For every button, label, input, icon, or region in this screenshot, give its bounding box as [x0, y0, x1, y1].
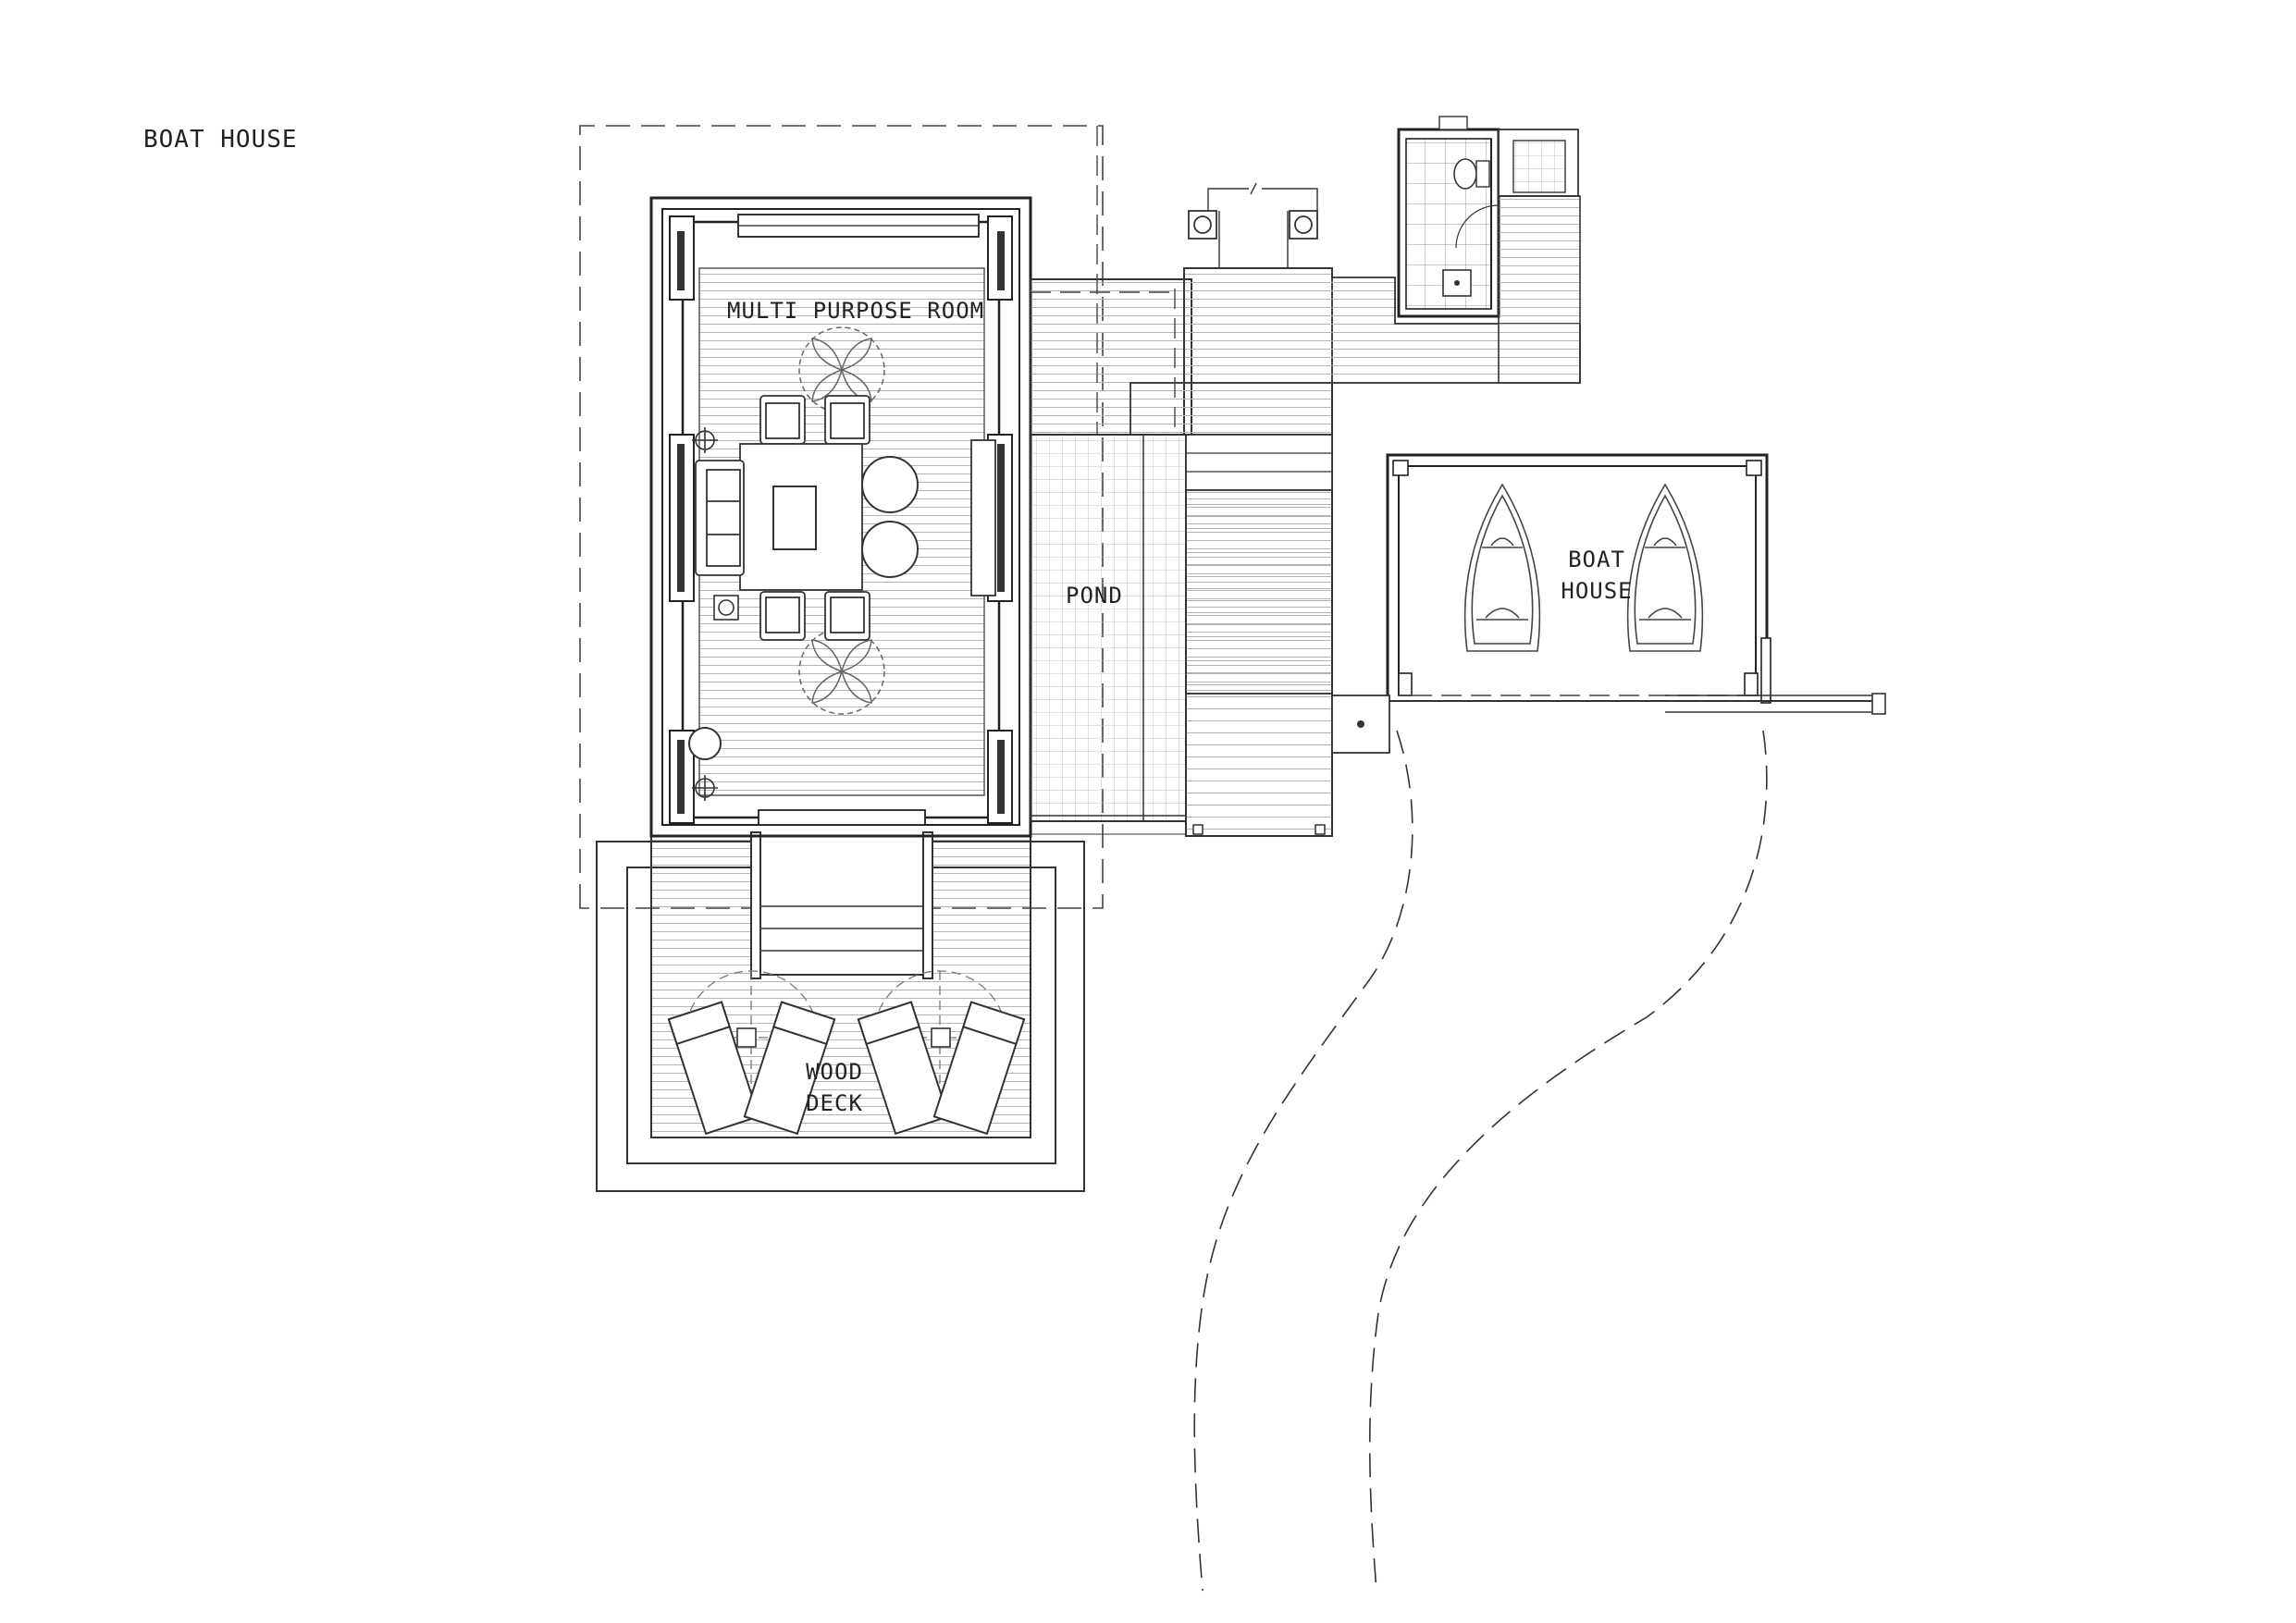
sofa-icon: [695, 460, 745, 576]
floor-lamp-icon: [692, 427, 718, 801]
walkway-deck: [1030, 126, 1581, 436]
room-label-wood-deck-line2: DECK: [806, 1090, 863, 1116]
room-label-wood-deck-line1: WOOD: [806, 1059, 863, 1085]
side-table-icon: [736, 1027, 951, 1048]
central-deck: [1185, 434, 1333, 837]
wood-deck: [596, 831, 1085, 1192]
pond: [1030, 434, 1187, 835]
armchair-icon: [759, 395, 870, 641]
room-label-boat-house: BOAT HOUSE: [1550, 544, 1643, 607]
ceiling-fan-icon: [798, 326, 885, 715]
room-label-multi-purpose: MULTI PURPOSE ROOM: [727, 298, 985, 324]
room-label-wood-deck: WOOD DECK: [799, 1056, 870, 1119]
toilet-icon: [1453, 158, 1477, 190]
room-label-boat-house-line1: BOAT: [1568, 547, 1625, 572]
boat-channel: [1193, 730, 1768, 1592]
room-label-boat-house-line2: HOUSE: [1561, 578, 1633, 604]
boat-house: [1331, 453, 1886, 754]
coffee-table: [772, 486, 817, 550]
entrance-post-icon: [1188, 210, 1318, 240]
round-stool-icon: [688, 456, 919, 760]
multi-purpose-room: [649, 196, 1032, 838]
bathroom-block: [1397, 116, 1581, 384]
boat-icon: [1463, 483, 1704, 652]
sheet-title: BOAT HOUSE: [143, 126, 298, 154]
speaker-icon: [713, 595, 739, 621]
room-label-pond: POND: [1066, 583, 1123, 609]
sun-lounger-icon: [667, 1001, 1026, 1136]
